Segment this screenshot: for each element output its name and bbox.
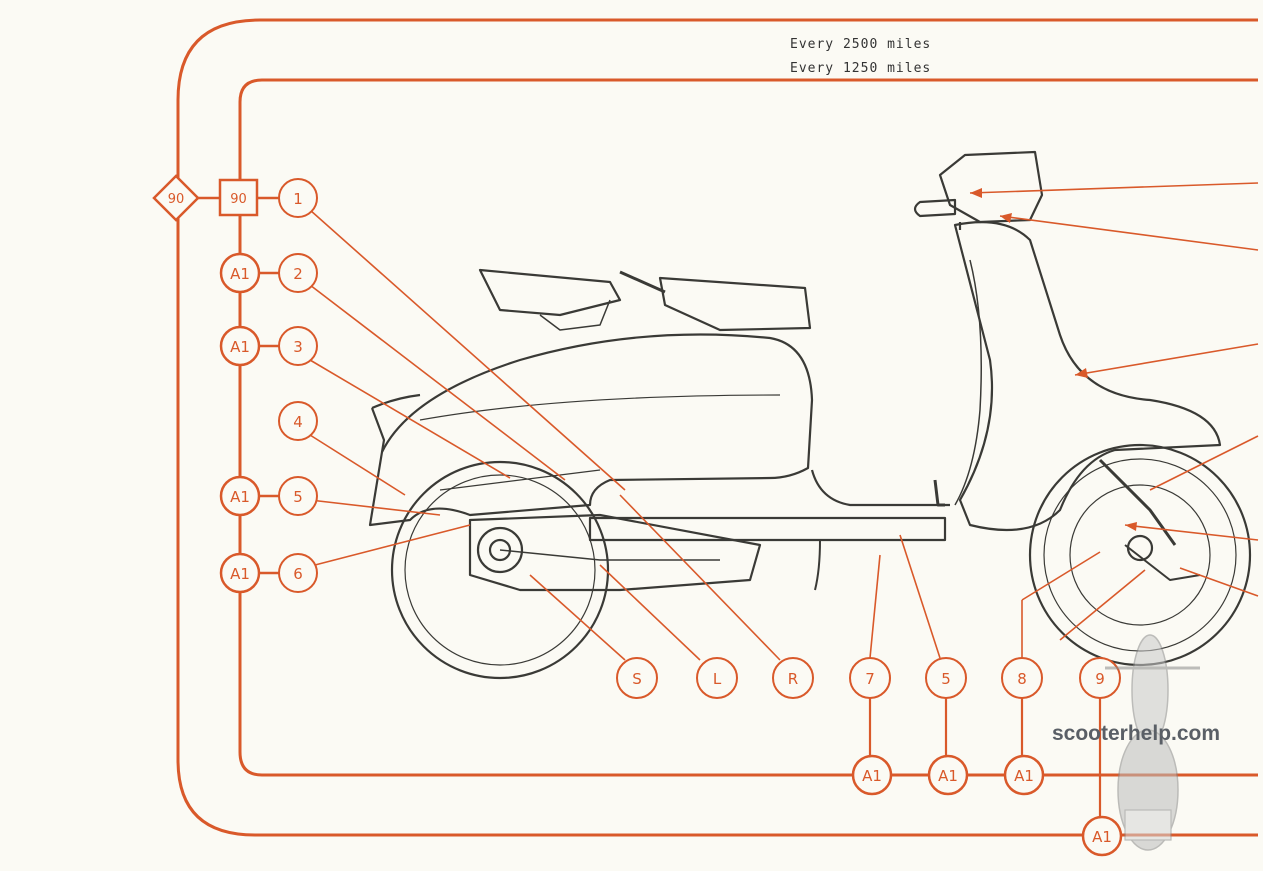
- scooterhelp-watermark: [1105, 634, 1200, 851]
- callout-r: R: [772, 657, 814, 699]
- svg-text:5: 5: [293, 488, 303, 506]
- leader-arrows: [970, 188, 1137, 531]
- handlebar-grip: [913, 198, 957, 218]
- outer-interval-frame: [176, 18, 1258, 837]
- outer-diamond-label: 90: [168, 192, 185, 207]
- bottom-code-badge: A1: [1003, 754, 1045, 796]
- legshield: [953, 221, 1222, 532]
- inner-interval-frame: [238, 78, 1258, 777]
- callout-8: 8: [1001, 657, 1043, 699]
- callout-5: 5: [278, 476, 318, 516]
- svg-text:A1: A1: [1092, 828, 1112, 846]
- outer-interval-label: Every 2500 miles: [790, 37, 931, 52]
- svg-text:A1: A1: [230, 338, 250, 356]
- callout-6: 6: [278, 553, 318, 593]
- svg-text:1: 1: [293, 190, 303, 208]
- svg-text:8: 8: [1017, 670, 1027, 688]
- svg-text:5: 5: [941, 670, 951, 688]
- svg-text:A1: A1: [1014, 767, 1034, 785]
- bottom-code-badge: A1: [927, 754, 969, 796]
- engine-unit: [468, 513, 762, 592]
- svg-text:R: R: [788, 670, 798, 688]
- scooter-illustration: [368, 150, 1252, 680]
- svg-text:L: L: [713, 670, 722, 688]
- callout-2: 2: [278, 253, 318, 293]
- callout-3: 3: [278, 326, 318, 366]
- svg-text:A1: A1: [230, 565, 250, 583]
- svg-text:6: 6: [293, 565, 303, 583]
- svg-text:S: S: [632, 670, 642, 688]
- inner-interval-label: Every 1250 miles: [790, 61, 931, 76]
- inner-square-label: 90: [230, 192, 247, 207]
- saddle: [478, 268, 622, 317]
- left-code-badge: A1: [219, 475, 261, 517]
- outer-diamond-badge: 90: [152, 174, 200, 222]
- svg-text:3: 3: [293, 338, 303, 356]
- left-code-badge: A1: [219, 325, 261, 367]
- svg-text:A1: A1: [938, 767, 958, 785]
- leader-lines: [309, 182, 1259, 661]
- left-code-badge: A1: [219, 552, 261, 594]
- pillion-seat: [658, 276, 812, 332]
- callout-4: 4: [278, 401, 318, 441]
- bottom-code-badge: A1: [851, 754, 893, 796]
- callout-9: 9: [1079, 657, 1121, 699]
- inner-square-badge: 90: [218, 178, 259, 217]
- watermark-text: scooterhelp.com: [1052, 722, 1220, 745]
- front-wheel: [1028, 443, 1252, 667]
- callout-7: 7: [849, 657, 891, 699]
- rear-body-panel: [368, 333, 814, 527]
- left-code-badge: A1: [219, 252, 261, 294]
- svg-text:A1: A1: [230, 488, 250, 506]
- svg-text:A1: A1: [230, 265, 250, 283]
- svg-text:9: 9: [1095, 670, 1105, 688]
- callout-5-bottom: 5: [925, 657, 967, 699]
- callout-s: S: [616, 657, 658, 699]
- svg-text:7: 7: [865, 670, 875, 688]
- rear-wheel: [390, 460, 610, 680]
- floorboard: [588, 516, 947, 542]
- svg-text:2: 2: [293, 265, 303, 283]
- callout-1: 1: [278, 178, 318, 218]
- callout-l: L: [696, 657, 738, 699]
- svg-text:4: 4: [293, 413, 303, 431]
- bottom-code-badge: A1: [1081, 815, 1123, 857]
- svg-text:A1: A1: [862, 767, 882, 785]
